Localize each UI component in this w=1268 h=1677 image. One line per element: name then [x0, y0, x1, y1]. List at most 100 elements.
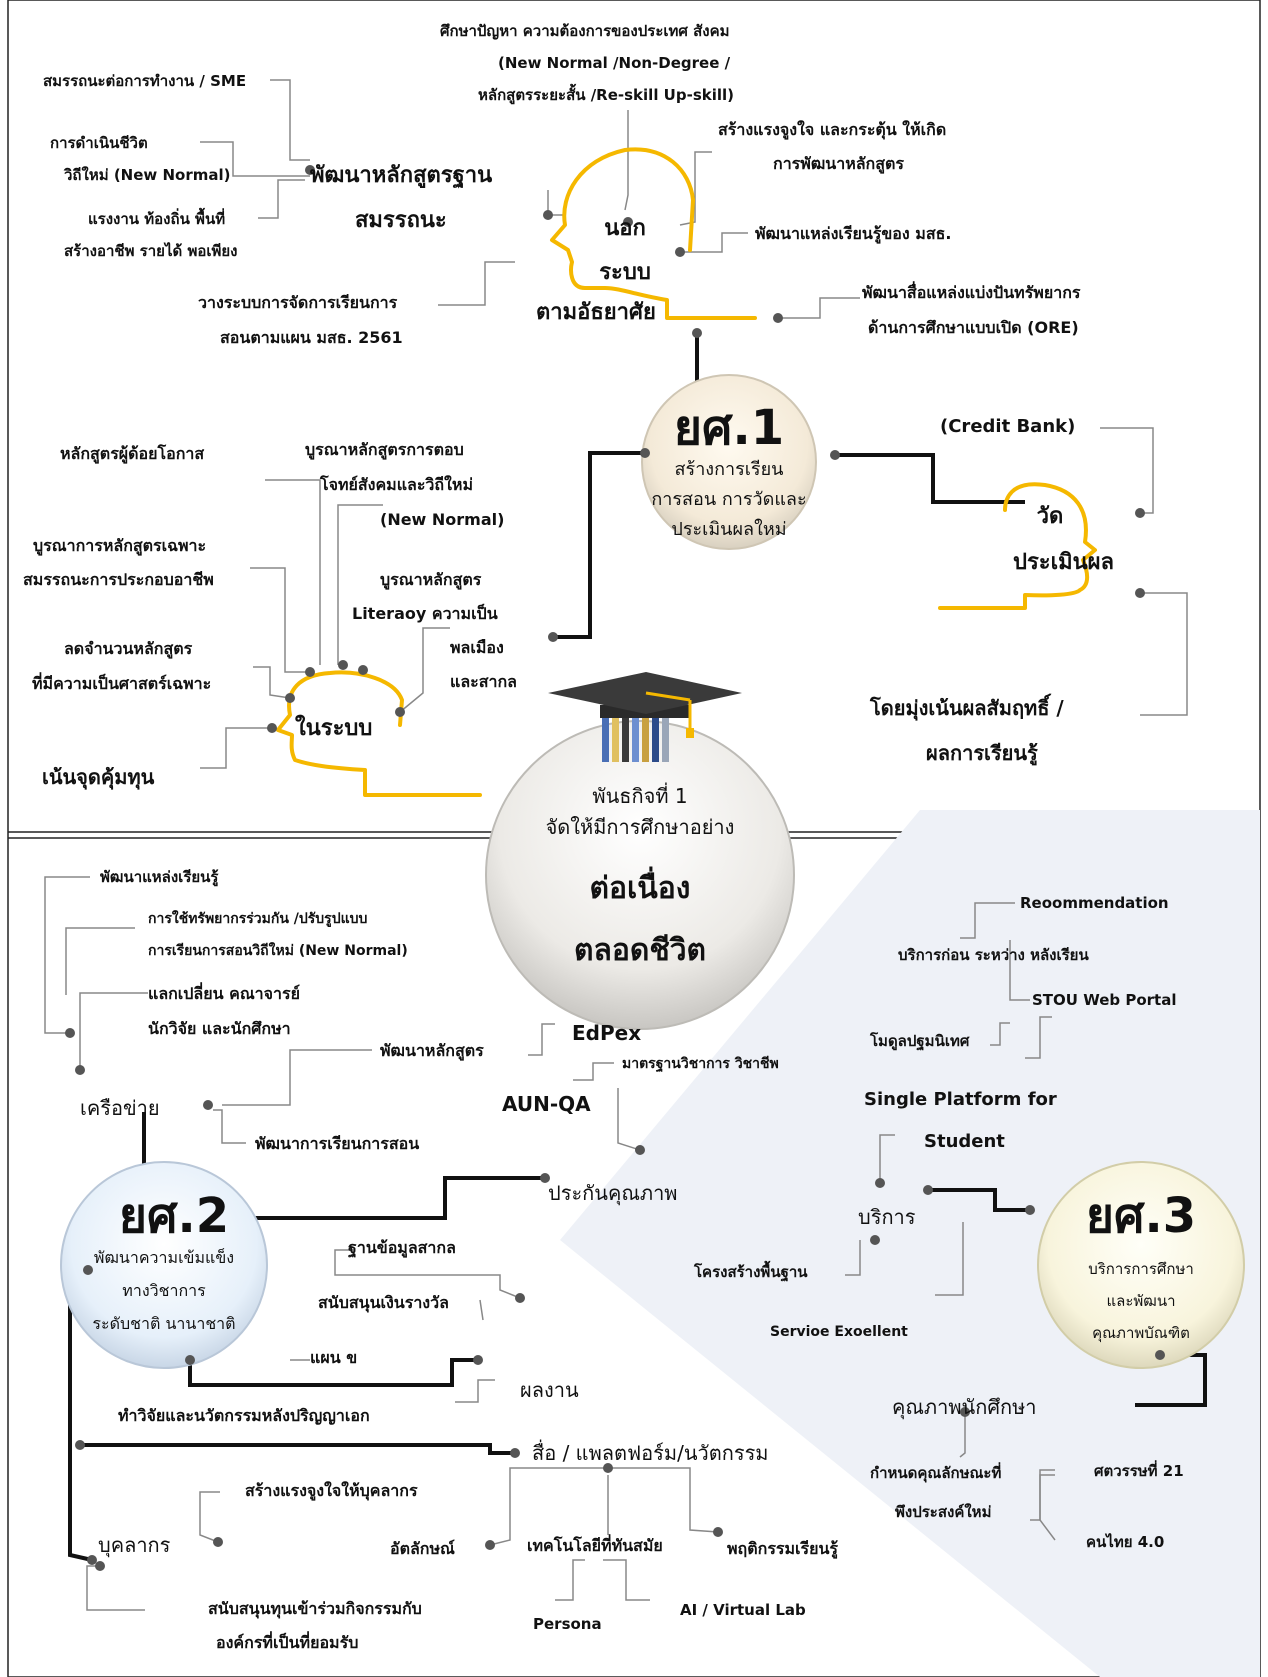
media-tech: เทคโนโลยีที่ทันสมัย — [527, 1536, 663, 1555]
service-infra: โครงสร้างพื้นฐาน — [694, 1263, 808, 1281]
motivate-1: สร้างแรงจูงใจ และกระตุ้น ให้เกิด — [718, 120, 947, 139]
output-head: ผลงาน — [520, 1378, 579, 1402]
media-behavior: พฤติกรรมเรียนรู้ — [727, 1539, 839, 1558]
nonformal-head-2: ระบบ — [599, 260, 651, 285]
cost-focus: เน้นจุดคุ้มทุน — [42, 765, 155, 789]
service-excellent: Servioe Exoellent — [770, 1324, 908, 1340]
network-curriculum: พัฒนาหลักสูตร — [380, 1041, 484, 1060]
strategy1-circle[interactable] — [641, 374, 817, 550]
student-define-2: พึงประสงค์ใหม่ — [895, 1503, 992, 1521]
nonformal-top-3: หลักสูตรระยะสั้น /Re-skill Up-skill) — [478, 86, 735, 104]
competency-sme: สมรรถนะต่อการทำงาน / SME — [43, 72, 247, 90]
assessment-head-1: วัด — [1036, 504, 1064, 529]
personnel-head: บุคลากร — [98, 1533, 171, 1557]
nonformal-top-2: (New Normal /Non-Degree / — [498, 54, 731, 72]
mission-title-4: ตลอดชีวิต — [573, 933, 707, 968]
student-thai: คนไทย 4.0 — [1086, 1533, 1165, 1551]
nonformal-top-1: ศึกษาปัญหา ความต้องการของประเทศ สังคม — [440, 22, 730, 40]
media-ai: AI / Virtual Lab — [680, 1601, 806, 1619]
outcome-2: ผลการเรียนรู้ — [926, 741, 1038, 765]
graduation-cap-icon — [548, 672, 742, 762]
oer-1: พัฒนาสื่อแหล่งแบ่งปันทรัพยากร — [862, 283, 1081, 302]
service-recommend: Reoommendation — [1020, 894, 1169, 912]
literacy-4: และสากล — [450, 672, 517, 691]
service-panel — [560, 810, 1260, 1677]
nonformal-head-1: นอก — [604, 216, 646, 241]
service-platform-2: Student — [924, 1131, 1005, 1152]
strategy3-circle[interactable] — [1037, 1161, 1245, 1369]
reduce-1: ลดจำนวนหลักสูตร — [64, 639, 193, 658]
mission-title-3: ต่อเนื่อง — [589, 871, 691, 906]
mission-circle[interactable] — [485, 720, 795, 1030]
quality-edpex: EdPex — [572, 1021, 642, 1045]
network-share-1: การใช้ทรัพยากรร่วมกัน /ปรับรูปแบบ — [148, 911, 368, 927]
competency-local-2: สร้างอาชีพ รายได้ พอเพียง — [64, 242, 238, 260]
media-persona: Persona — [533, 1615, 602, 1633]
motivate-2: การพัฒนาหลักสูตร — [773, 154, 904, 173]
literacy-2: Literaoy ความเป็น — [352, 604, 498, 623]
plan-2: สอนตามแผน มสธ. 2561 — [220, 328, 403, 347]
strategy2-circle[interactable] — [60, 1161, 268, 1369]
strategy2-line2: ทางวิชาการ — [122, 1281, 206, 1300]
competency-title-1: พัฒนาหลักสูตรฐาน — [310, 163, 493, 188]
credit-bank: (Credit Bank) — [940, 416, 1076, 437]
strategy1-label: ยศ.1 — [673, 400, 785, 456]
service-orientation: โมดูลปฐมนิเทศ — [870, 1032, 970, 1050]
formal-head: ในระบบ — [295, 716, 373, 741]
reduce-2: ที่มีความเป็นศาสตร์เฉพาะ — [32, 674, 212, 693]
formal-head-outline — [276, 670, 482, 797]
nonformal-head-outline — [550, 147, 757, 320]
service-before-after: บริการก่อน ระหว่าง หลังเรียน — [898, 946, 1089, 964]
literacy-1: บูรณาหลักสูตร — [380, 570, 482, 589]
competency-newlife-1: การดำเนินชีวิต — [50, 134, 148, 152]
output-research: ทำวิจัยและนวัตกรรมหลังปริญญาเอก — [118, 1406, 370, 1425]
service-platform-1: Single Platform for — [864, 1089, 1057, 1110]
personnel-support-2: องค์กรที่เป็นที่ยอมรับ — [216, 1633, 359, 1652]
media-head: สื่อ / แพลตฟอร์ม/นวัตกรรม — [532, 1441, 769, 1465]
outcome-1: โดยมุ่งเน้นผลสัมฤทธิ์ / — [870, 696, 1064, 720]
competency-local-1: แรงงาน ท้องถิ่น พื้นที่ — [88, 210, 226, 228]
network-share-2: การเรียนการสอนวิถีใหม่ (New Normal) — [148, 943, 408, 959]
service-head: บริการ — [858, 1205, 916, 1229]
competency-title-2: สมรรถนะ — [355, 208, 447, 233]
plan-1: วางระบบการจัดการเรียนการ — [198, 293, 398, 312]
student-define-1: กำหนดคุณลักษณะที่ — [870, 1464, 1002, 1482]
output-database: ฐานข้อมูลสากล — [348, 1238, 456, 1257]
output-award: สนับสนุนเงินรางวัล — [318, 1293, 449, 1312]
integrate-1: บูรณาหลักสูตรการตอบ — [305, 440, 464, 459]
media-identity: อัตลักษณ์ — [390, 1539, 455, 1558]
personnel-motivate: สร้างแรงจูงใจให้บุคลากร — [245, 1481, 418, 1500]
network-teaching: พัฒนาการเรียนการสอน — [255, 1134, 420, 1153]
strategy3-line1: บริการการศึกษา — [1088, 1260, 1194, 1278]
strategy2-label: ยศ.2 — [118, 1188, 230, 1244]
nonformal-head-3: ตามอัธยาศัย — [536, 300, 656, 325]
oer-2: ด้านการศึกษาแบบเปิด (ORE) — [868, 318, 1079, 337]
literacy-3: พลเมือง — [450, 638, 504, 657]
student-century: ศตวรรษที่ 21 — [1094, 1462, 1184, 1480]
strategy1-line3: ประเมินผลใหม่ — [671, 519, 787, 540]
quality-standards: มาตรฐานวิชาการ วิชาชีพ — [622, 1056, 779, 1072]
vocation-1: บูรณาการหลักสูตรเฉพาะ — [33, 536, 207, 555]
strategy3-line2: และพัฒนา — [1106, 1292, 1176, 1310]
strategy2-line1: พัฒนาความเข้มแข็ง — [93, 1248, 235, 1267]
integrate-3: (New Normal) — [380, 510, 505, 529]
underprivileged: หลักสูตรผู้ด้อยโอกาส — [60, 444, 205, 463]
personnel-support-1: สนับสนุนทุนเข้าร่วมกิจกรรมกับ — [208, 1599, 422, 1618]
output-plan: แผน ข — [310, 1348, 358, 1367]
network-exchange-1: แลกเปลี่ยน คณาจารย์ — [148, 984, 300, 1003]
mission-title-1: พันธกิจที่ 1 — [592, 784, 688, 808]
strategy2-line3: ระดับชาติ นานาชาติ — [92, 1314, 236, 1333]
network-exchange-2: นักวิจัย และนักศึกษา — [148, 1019, 291, 1038]
quality-aunqa: AUN-QA — [502, 1092, 591, 1116]
strategy3-label: ยศ.3 — [1085, 1188, 1197, 1244]
assessment-head-2: ประเมินผล — [1013, 550, 1115, 575]
learning-source: พัฒนาแหล่งเรียนรู้ของ มสธ. — [755, 224, 952, 243]
strategy1-line1: สร้างการเรียน — [674, 459, 784, 480]
mission-title-2: จัดให้มีการศึกษาอย่าง — [545, 815, 735, 839]
integrate-2: โจทย์สังคมและวิถีใหม่ — [320, 475, 474, 494]
competency-newlife-2: วิถีใหม่ (New Normal) — [64, 166, 231, 184]
network-head: เครือข่าย — [80, 1096, 160, 1120]
student-head: คุณภาพนักศึกษา — [892, 1395, 1037, 1419]
quality-head: ประกันคุณภาพ — [548, 1181, 678, 1205]
